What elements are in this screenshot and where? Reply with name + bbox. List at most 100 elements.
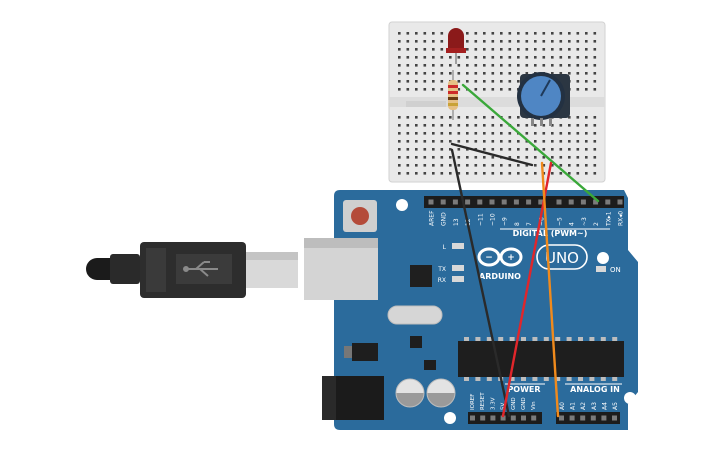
power-pin-label: GND xyxy=(521,397,527,410)
power-pin[interactable] xyxy=(510,415,516,421)
breadboard-hole xyxy=(457,80,461,83)
breadboard-hole xyxy=(440,172,444,175)
analog-pin[interactable] xyxy=(559,415,564,421)
digital-pin[interactable] xyxy=(556,199,562,205)
digital-pin[interactable] xyxy=(477,199,483,205)
chip-leg xyxy=(464,377,469,381)
analog-pin[interactable] xyxy=(569,415,575,421)
analog-header-label: ANALOG IN xyxy=(570,385,620,394)
analog-pin[interactable] xyxy=(601,415,607,421)
analog-pin[interactable] xyxy=(580,415,586,421)
digital-pin[interactable] xyxy=(568,199,574,205)
power-pin-label: RESET xyxy=(480,392,486,410)
breadboard-hole xyxy=(585,72,588,75)
power-pin[interactable] xyxy=(531,415,537,421)
breadboard-hole xyxy=(474,156,478,159)
analog-pin[interactable] xyxy=(612,415,617,421)
voltage-regulator-tab xyxy=(344,346,352,358)
breadboard-hole xyxy=(517,148,520,151)
wire-black[interactable] xyxy=(450,148,511,418)
breadboard-hole xyxy=(406,64,410,67)
potentiometer[interactable] xyxy=(517,72,570,126)
wire-red[interactable] xyxy=(501,161,553,418)
breadboard-hole xyxy=(415,140,418,143)
breadboard-hole xyxy=(559,48,563,51)
breadboard-hole xyxy=(398,132,401,135)
mounting-hole xyxy=(624,392,636,404)
breadboard-hole xyxy=(593,72,597,75)
led[interactable] xyxy=(446,28,466,64)
digital-pin[interactable] xyxy=(526,199,532,205)
wire-black-breadboard[interactable] xyxy=(450,142,534,167)
digital-pin[interactable] xyxy=(501,199,507,205)
breadboard-hole xyxy=(474,64,478,67)
breadboard-hole xyxy=(576,156,580,159)
breadboard-hole xyxy=(568,56,571,59)
analog-pin-label: A4 xyxy=(601,402,608,410)
breadboard-hole xyxy=(483,124,486,127)
digital-pin[interactable] xyxy=(513,199,519,205)
breadboard-hole xyxy=(542,64,546,67)
breadboard-hole xyxy=(500,56,503,59)
breadboard[interactable] xyxy=(388,21,606,183)
breadboard-hole xyxy=(491,32,495,35)
digital-pin[interactable] xyxy=(465,199,471,205)
resistor-band-2 xyxy=(448,91,458,94)
breadboard-hole xyxy=(508,156,512,159)
breadboard-hole xyxy=(466,172,469,175)
digital-pin[interactable] xyxy=(489,199,495,205)
breadboard-hole xyxy=(406,132,410,135)
breadboard-hole xyxy=(449,156,452,159)
resistor[interactable] xyxy=(448,70,458,120)
led-label-l: L xyxy=(443,244,447,251)
digital-pin[interactable] xyxy=(617,199,623,205)
breadboard-hole xyxy=(398,80,401,83)
usb-cable[interactable] xyxy=(86,242,298,298)
status-leds: L TX RX xyxy=(437,243,464,284)
power-pin[interactable] xyxy=(521,415,526,421)
wire-orange[interactable] xyxy=(540,161,560,418)
breadboard-hole xyxy=(466,40,469,43)
breadboard-hole xyxy=(415,40,418,43)
potentiometer-pin xyxy=(549,118,552,126)
breadboard-hole xyxy=(432,88,435,91)
breadboard-hole xyxy=(440,116,444,119)
breadboard-hole xyxy=(483,72,486,75)
power-pin[interactable] xyxy=(490,415,496,421)
power-pin[interactable] xyxy=(500,415,506,421)
breadboard-hole xyxy=(568,132,571,135)
breadboard-hole xyxy=(398,48,401,51)
breadboard-hole xyxy=(406,40,410,43)
reset-button[interactable] xyxy=(351,207,369,225)
wire-green[interactable] xyxy=(461,83,600,203)
digital-pin[interactable] xyxy=(593,199,599,205)
breadboard-hole xyxy=(449,72,452,75)
digital-pin[interactable] xyxy=(428,199,434,205)
breadboard-hole xyxy=(517,172,520,175)
digital-pin[interactable] xyxy=(605,199,611,205)
digital-pin[interactable] xyxy=(538,199,544,205)
breadboard-hole xyxy=(576,32,580,35)
breadboard-hole xyxy=(559,172,563,175)
breadboard-hole xyxy=(466,32,469,35)
breadboard-hole xyxy=(508,140,512,143)
power-pin[interactable] xyxy=(480,415,486,421)
digital-pin[interactable] xyxy=(452,199,458,205)
breadboard-hole xyxy=(423,64,427,67)
breadboard-hole xyxy=(551,132,554,135)
usb-cable-strain-relief xyxy=(110,254,140,284)
digital-pin[interactable] xyxy=(580,199,586,205)
analog-pin[interactable] xyxy=(590,415,596,421)
power-pin[interactable] xyxy=(470,415,475,421)
breadboard-hole xyxy=(585,116,588,119)
breadboard-hole xyxy=(542,148,546,151)
breadboard-hole xyxy=(508,164,512,167)
breadboard-hole xyxy=(432,132,435,135)
breadboard-hole xyxy=(568,164,571,167)
digital-pin[interactable] xyxy=(440,199,446,205)
breadboard-hole xyxy=(585,64,588,67)
breadboard-hole xyxy=(585,56,588,59)
breadboard-hole xyxy=(406,80,410,83)
breadboard-hole xyxy=(517,164,520,167)
